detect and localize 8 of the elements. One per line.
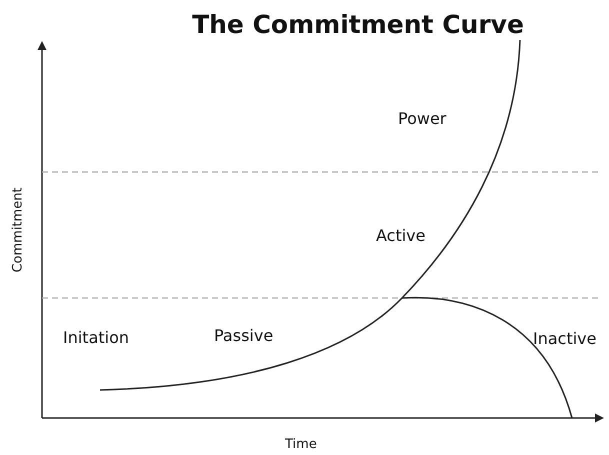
stage-label: Power — [398, 109, 446, 128]
stage-label: Passive — [214, 326, 274, 345]
axis-label: Commitment — [10, 187, 26, 273]
title: The Commitment Curve — [192, 10, 524, 39]
stage-label: Inactive — [533, 329, 596, 348]
stage-label: Initation — [63, 328, 130, 347]
axis-label: Time — [285, 437, 317, 452]
stage-label: Active — [376, 226, 426, 245]
